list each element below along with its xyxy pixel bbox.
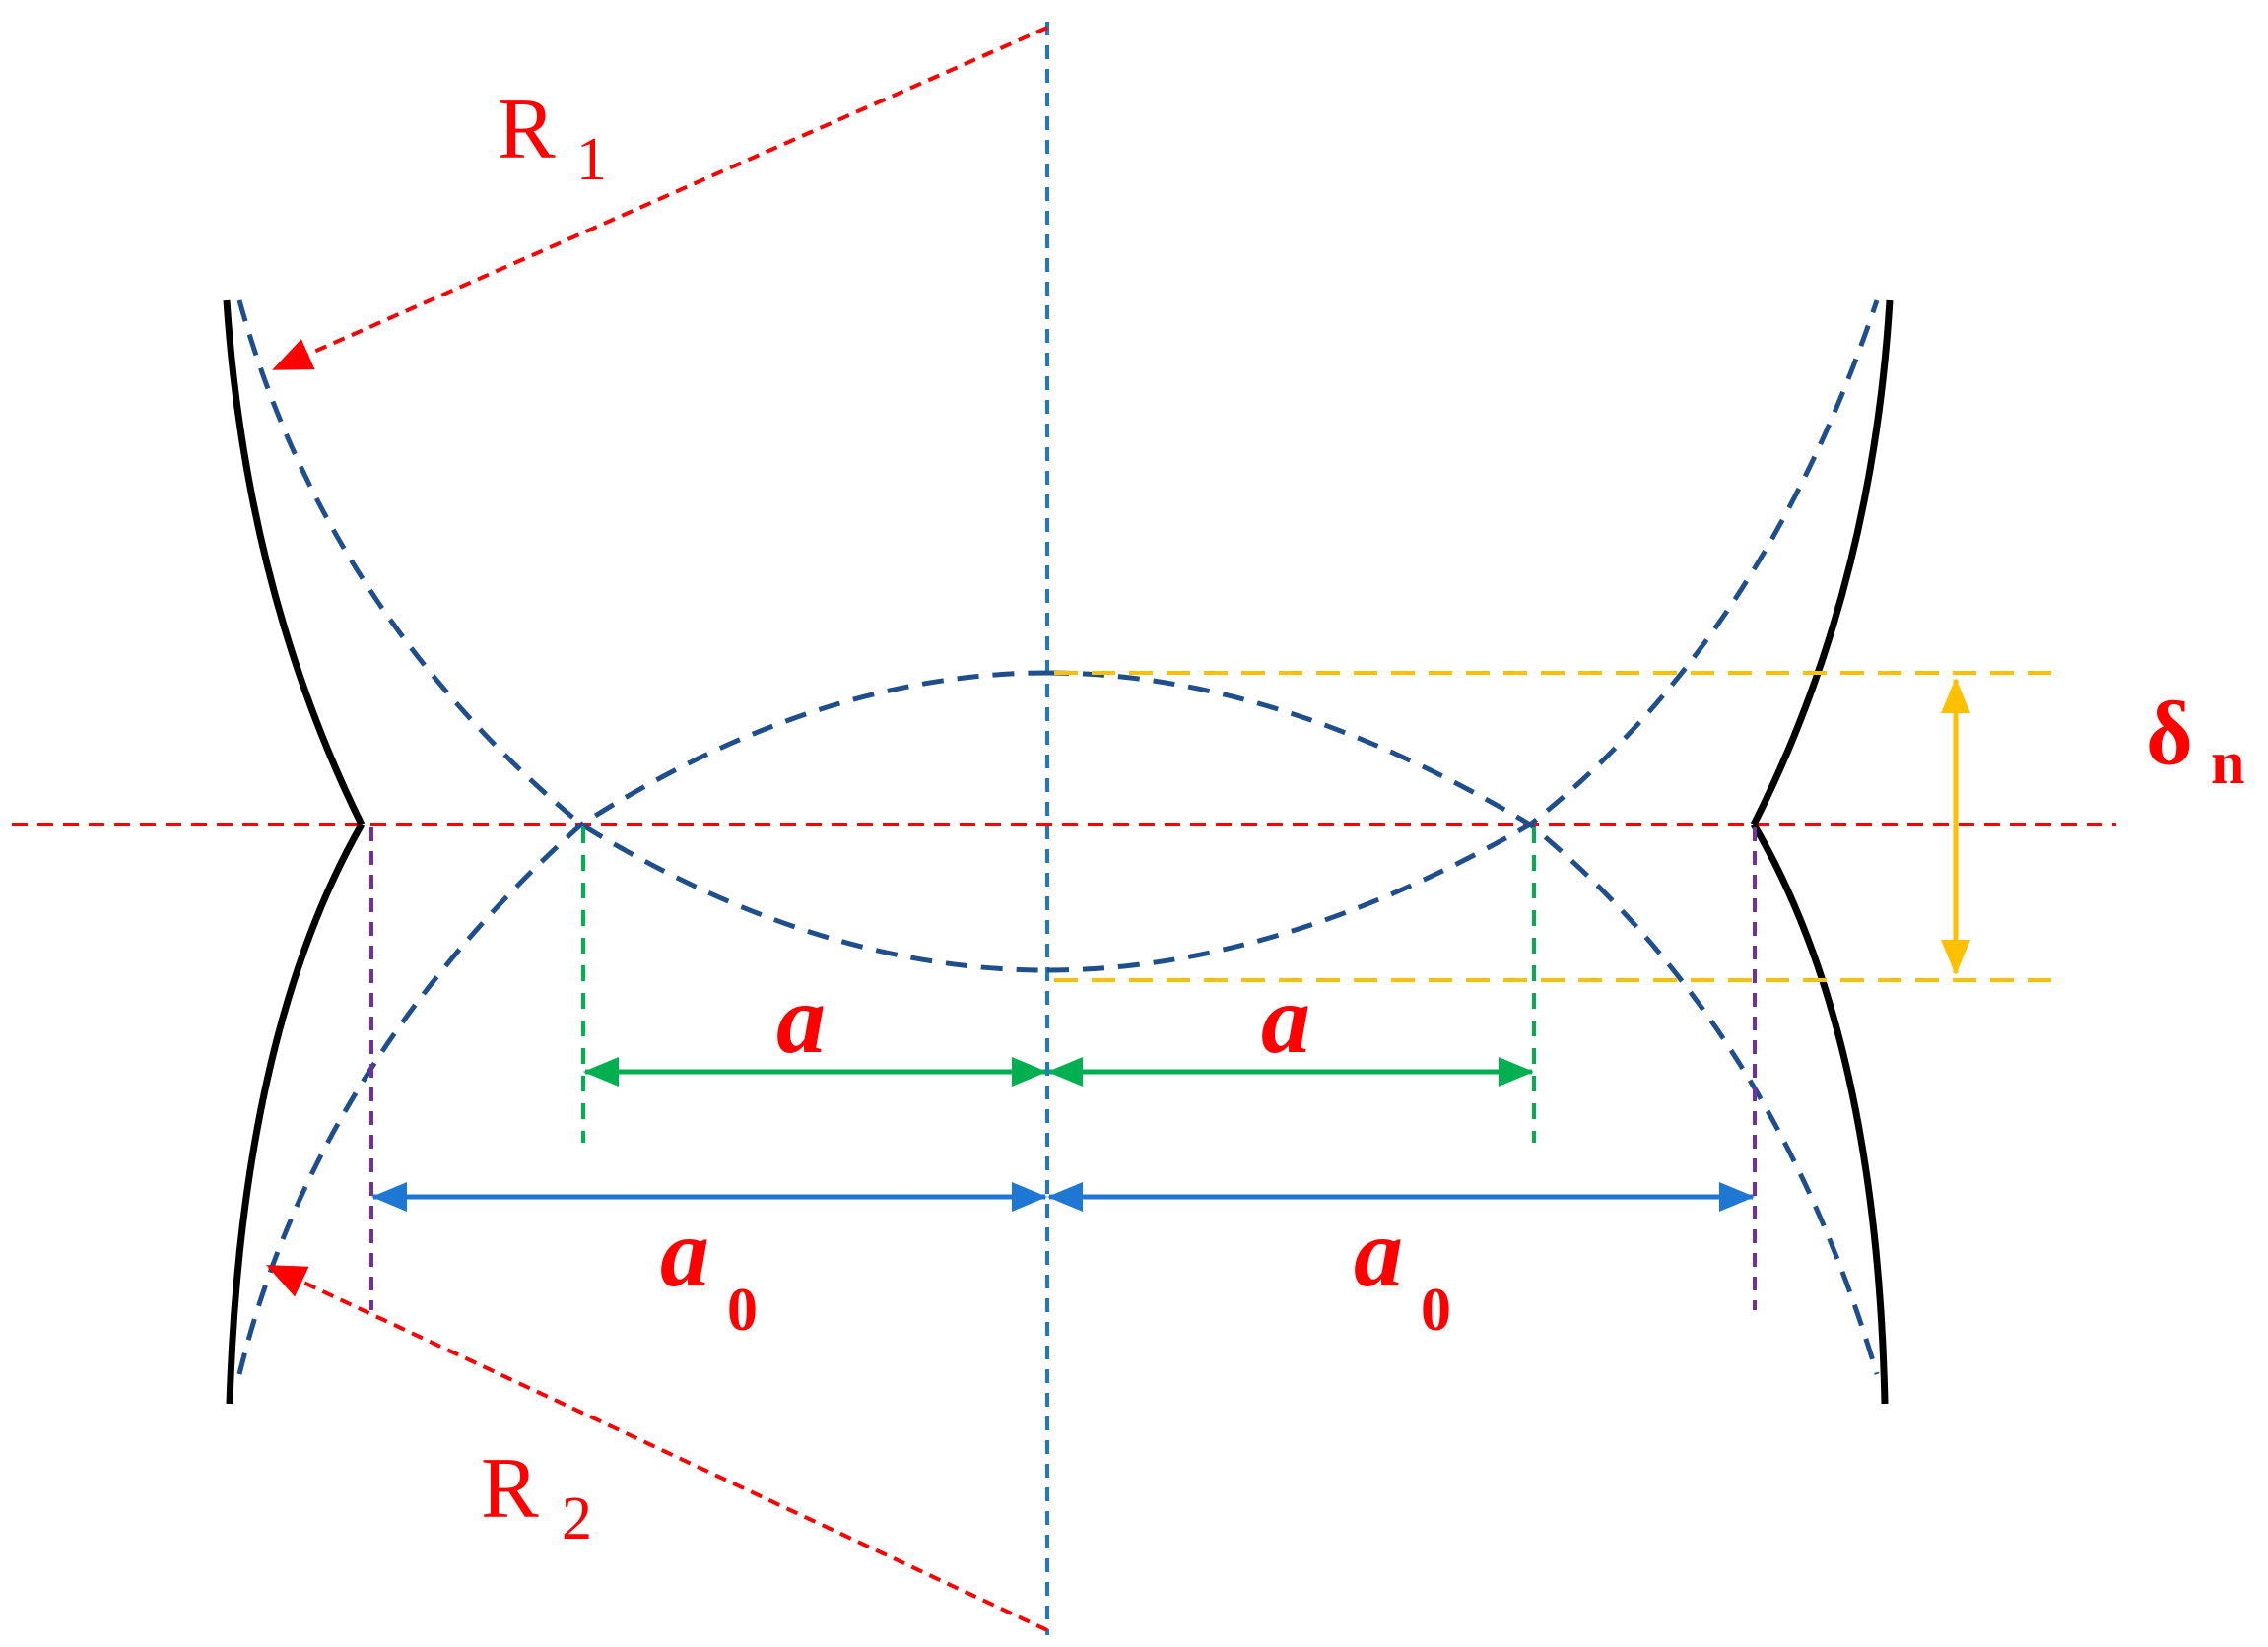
a0-left-label: a 0 (660, 1198, 758, 1344)
lower-right-circle-arc (1046, 670, 1880, 1375)
svg-text:R: R (498, 82, 556, 177)
svg-text:0: 0 (1421, 1277, 1451, 1344)
r2-label: R 2 (481, 1441, 592, 1552)
upper-right-circle-arc (1046, 299, 1880, 973)
a-right-label: a (1261, 964, 1310, 1074)
svg-text:0: 0 (727, 1277, 758, 1344)
a0-right-label: a 0 (1354, 1198, 1451, 1344)
svg-text:1: 1 (576, 126, 607, 193)
svg-text:δ: δ (2146, 683, 2193, 783)
svg-text:a: a (1354, 1198, 1403, 1307)
right-lower-profile (1750, 823, 1889, 1405)
r1-label: R 1 (498, 82, 607, 193)
r1-radius-arrow (272, 26, 1048, 371)
right-upper-profile (1750, 299, 1894, 826)
delta-n-label: δ n (2146, 683, 2244, 797)
lower-left-circle-arc (236, 670, 1048, 1375)
a-left-label: a (776, 964, 826, 1074)
left-upper-profile (223, 299, 366, 826)
upper-left-circle-arc (236, 299, 1048, 973)
svg-text:a: a (660, 1198, 709, 1307)
svg-text:R: R (481, 1441, 539, 1537)
r2-radius-arrow (266, 1264, 1048, 1632)
svg-text:n: n (2211, 730, 2244, 797)
left-lower-profile (226, 823, 366, 1405)
svg-text:2: 2 (562, 1485, 592, 1552)
